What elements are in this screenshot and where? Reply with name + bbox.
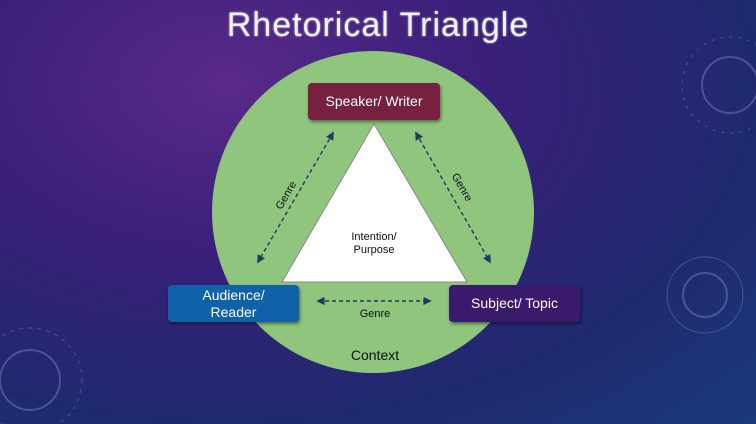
deco-ring-top-right-outer [681,36,756,134]
subject-topic-box: Subject/ Topic [449,285,580,322]
deco-ring-mid-right-outer [666,256,744,334]
deco-ring-top-right [701,56,756,114]
audience-reader-box: Audience/ Reader [168,285,299,322]
context-label: Context [351,347,399,363]
speaker-writer-box: Speaker/ Writer [308,83,440,120]
genre-label-bottom: Genre [360,308,391,320]
speaker-writer-label: Speaker/ Writer [325,93,423,109]
subject-topic-label: Subject/ Topic [471,295,558,311]
audience-reader-label: Audience/ Reader [202,286,265,320]
purpose-label-line1: Intention/ [351,231,397,243]
deco-ring-mid-right [682,272,728,318]
purpose-label-line2: Purpose [354,244,395,256]
deco-ring-bottom-left-outer [0,327,83,424]
genre-arrow-right [415,131,491,264]
genre-arrow-left [257,131,334,264]
page-title: Rhetorical Triangle [226,6,530,44]
deco-ring-bottom-left [0,349,61,411]
